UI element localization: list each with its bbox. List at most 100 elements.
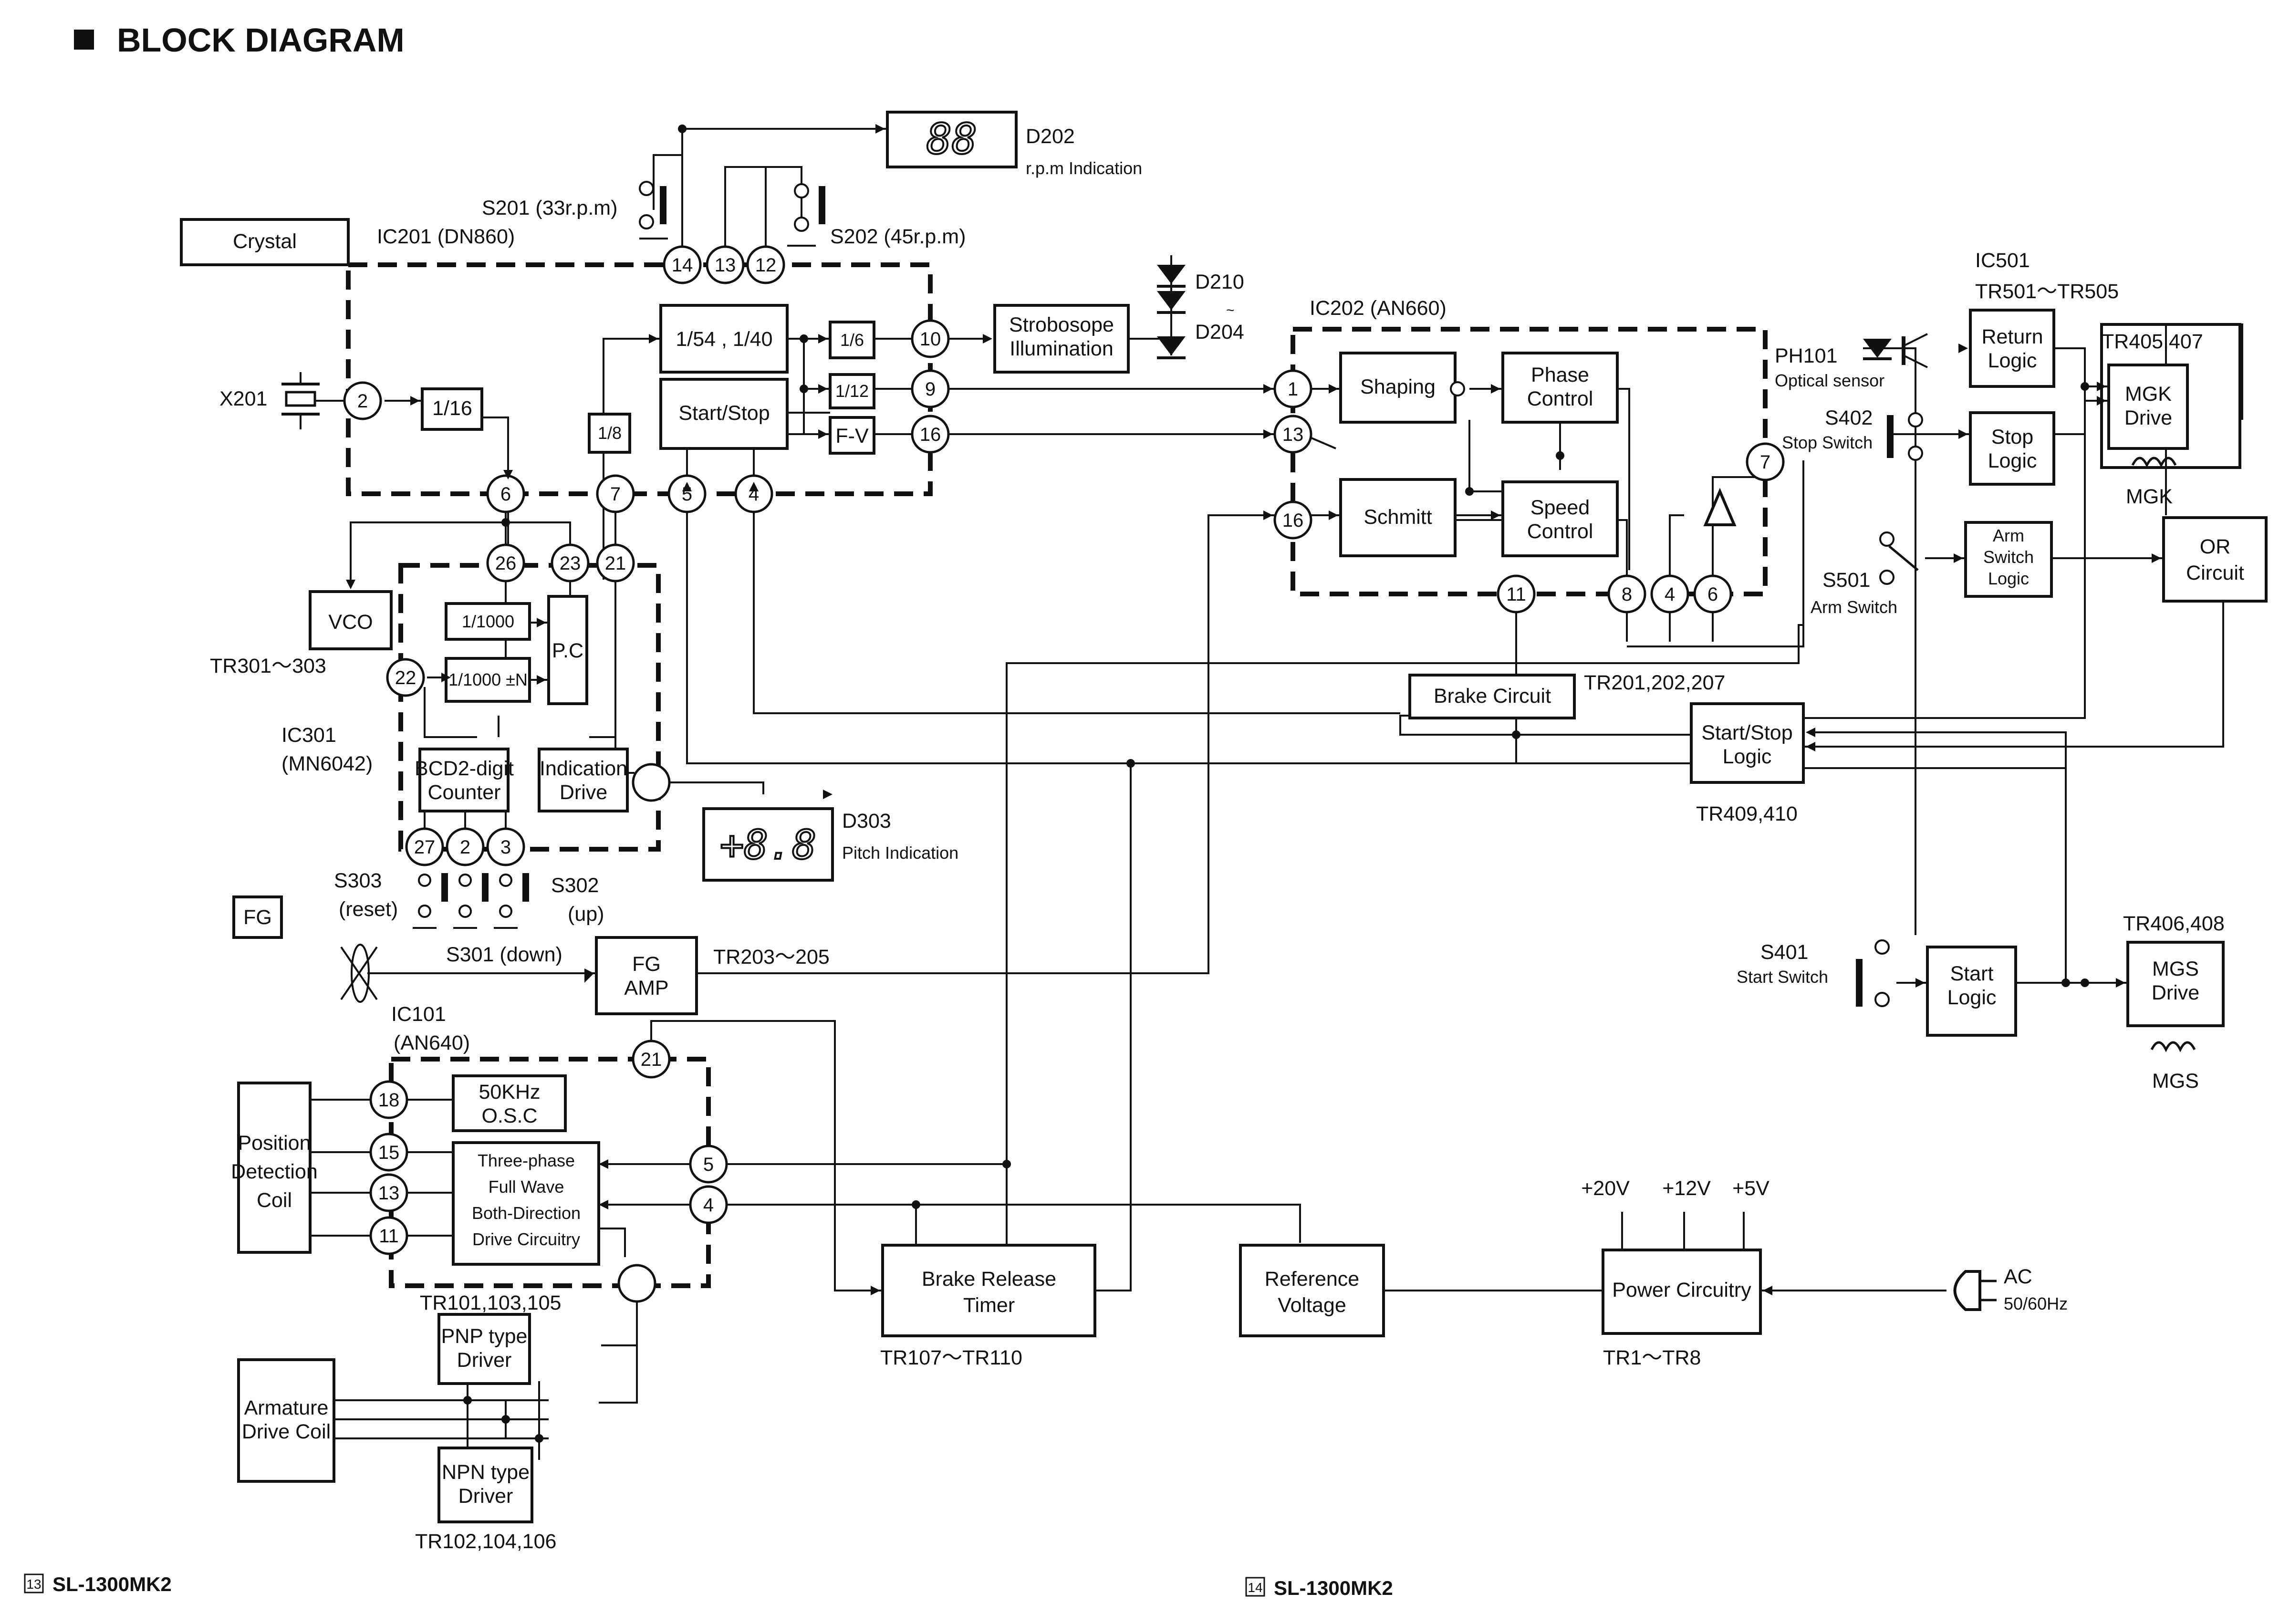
ic202-label: IC202 (AN660) [1310, 297, 1447, 320]
ic201-div12-block [829, 373, 875, 409]
svg-text:1: 1 [1288, 379, 1298, 400]
three-line1: Three-phase [478, 1151, 575, 1170]
arm-switch-logic-block [1964, 521, 2053, 598]
ic301-div1000n-label: 1/1000 ±N [448, 670, 528, 689]
three-line2: Full Wave [489, 1177, 564, 1197]
svg-text:15: 15 [378, 1142, 400, 1163]
ic301-pins: 26 23 21 22 27 2 3 [386, 543, 635, 866]
npn-driver-block [437, 1447, 533, 1523]
s401-sub-label: Start Switch [1737, 967, 1828, 987]
ic202-phase-line1: Phase [1531, 364, 1589, 386]
bcd-line2: Counter [428, 781, 501, 804]
ic101-output-node [617, 1264, 656, 1303]
tr102-label: TR102,104,106 [415, 1530, 556, 1553]
ic101-pin-18 [369, 1080, 408, 1119]
d210-label: D210 [1195, 271, 1244, 293]
s402-label: S402 [1825, 406, 1873, 429]
ic202-shaping-output-node [1450, 381, 1465, 396]
reference-line2: Voltage [1278, 1294, 1346, 1317]
position-line1: Position [238, 1132, 311, 1155]
ic201-div5440-label: 1/54 , 1/40 [676, 328, 772, 351]
svg-text:2: 2 [357, 391, 368, 412]
ac-label: AC [2004, 1265, 2032, 1288]
svg-text:4: 4 [1665, 584, 1675, 605]
ic201-pin-14 [663, 245, 702, 284]
svg-text:3: 3 [500, 837, 511, 858]
v5-label: +5V [1732, 1177, 1770, 1200]
ac-plug-icon [1953, 1270, 1997, 1311]
svg-text:16: 16 [1282, 510, 1304, 531]
s501-label: S501 [1822, 569, 1870, 592]
ic201-pin-12 [746, 245, 785, 284]
svg-text:13: 13 [378, 1183, 400, 1204]
s401-label: S401 [1760, 941, 1808, 964]
mgk-coil-icon [2131, 457, 2177, 468]
ic201-startstop-label: Start/Stop [678, 402, 770, 425]
tr107-label: TR107～TR110 [880, 1346, 1022, 1369]
tr406-label: TR406,408 [2123, 912, 2225, 935]
ic201-pin-5 [667, 474, 707, 513]
ic202-pin-6 [1693, 574, 1732, 614]
tr501-label: TR501～TR505 [1975, 280, 2119, 303]
ic202-speed-line1: Speed [1530, 496, 1590, 519]
fg-amp-line1: FG [632, 953, 661, 976]
armature-line2: Drive Coil [242, 1420, 331, 1443]
svg-text:22: 22 [395, 667, 416, 688]
arm-logic-line2: Switch [1983, 547, 2034, 567]
position-wires [310, 1099, 372, 1237]
position-detection-coil-block [237, 1082, 312, 1254]
ic301-pin-27 [405, 827, 444, 866]
bcd-counter-block [418, 748, 510, 812]
mgk-drive-line2: Drive [2124, 406, 2172, 429]
strobe-line1: Strobosope [1009, 313, 1114, 336]
s303-sub-label: (reset) [339, 898, 398, 921]
return-logic-line2: Logic [1988, 349, 2037, 372]
ic101-pins: 21 18 15 13 11 5 4 [369, 1040, 728, 1255]
ic501-label: IC501 [1975, 249, 2030, 272]
start-logic-line1: Start [1950, 962, 1994, 985]
ic101-pin-5 [689, 1145, 728, 1184]
svg-text:21: 21 [605, 553, 626, 574]
three-phase-drive-block [452, 1141, 600, 1266]
ic301-pin-3 [486, 827, 525, 866]
ic301-div1000n-block [445, 657, 531, 703]
ic202-pin-13 [1273, 415, 1312, 454]
d303-sub-label: Pitch Indication [842, 843, 958, 863]
d202-label: D202 [1026, 125, 1075, 148]
ic201-label: IC201 (DN860) [377, 225, 515, 248]
fg-box [232, 895, 283, 939]
armature-wires [334, 1399, 439, 1439]
svg-text:21: 21 [641, 1049, 662, 1070]
startstop-logic-line1: Start/Stop [1701, 721, 1792, 744]
position-line2: Detection [231, 1160, 318, 1183]
footer-left-page-box [24, 1573, 44, 1593]
ic202-schmitt-block [1339, 478, 1457, 557]
mgk-drive-block [2107, 364, 2189, 450]
tr201-label: TR201,202,207 [1584, 671, 1725, 694]
ic202-pin-11 [1497, 574, 1536, 614]
s303-label: S303 [334, 869, 382, 892]
fg-amp-line2: AMP [624, 977, 668, 999]
ic202-speed-control-block [1501, 480, 1619, 557]
power-circuitry-block [1602, 1249, 1762, 1335]
v20-label: +20V [1581, 1177, 1630, 1200]
svg-text:4: 4 [703, 1195, 714, 1216]
v12-label: +12V [1662, 1177, 1711, 1200]
s201-switch [639, 181, 668, 239]
fg-amp-block [595, 936, 698, 1015]
svg-text:14: 14 [672, 255, 693, 276]
svg-text:10: 10 [920, 329, 941, 350]
ic202-pin-16 [1273, 500, 1312, 540]
ic301-pin-21 [596, 543, 635, 583]
mgs-drive-block [2126, 941, 2225, 1027]
arrowheads [346, 124, 2161, 1295]
brake-circuit-label: Brake Circuit [1434, 685, 1551, 708]
diagram-title: BLOCK DIAGRAM [117, 21, 405, 59]
hz-label: 50/60Hz [2004, 1294, 2068, 1313]
brake-release-line1: Brake Release [922, 1268, 1056, 1291]
ic101-pin-4 [689, 1185, 728, 1224]
start-logic-line2: Logic [1947, 986, 1997, 1009]
ic101-label: IC101 [391, 1003, 446, 1026]
ic201-pin-7 [596, 474, 635, 513]
svg-text:18: 18 [378, 1090, 400, 1111]
